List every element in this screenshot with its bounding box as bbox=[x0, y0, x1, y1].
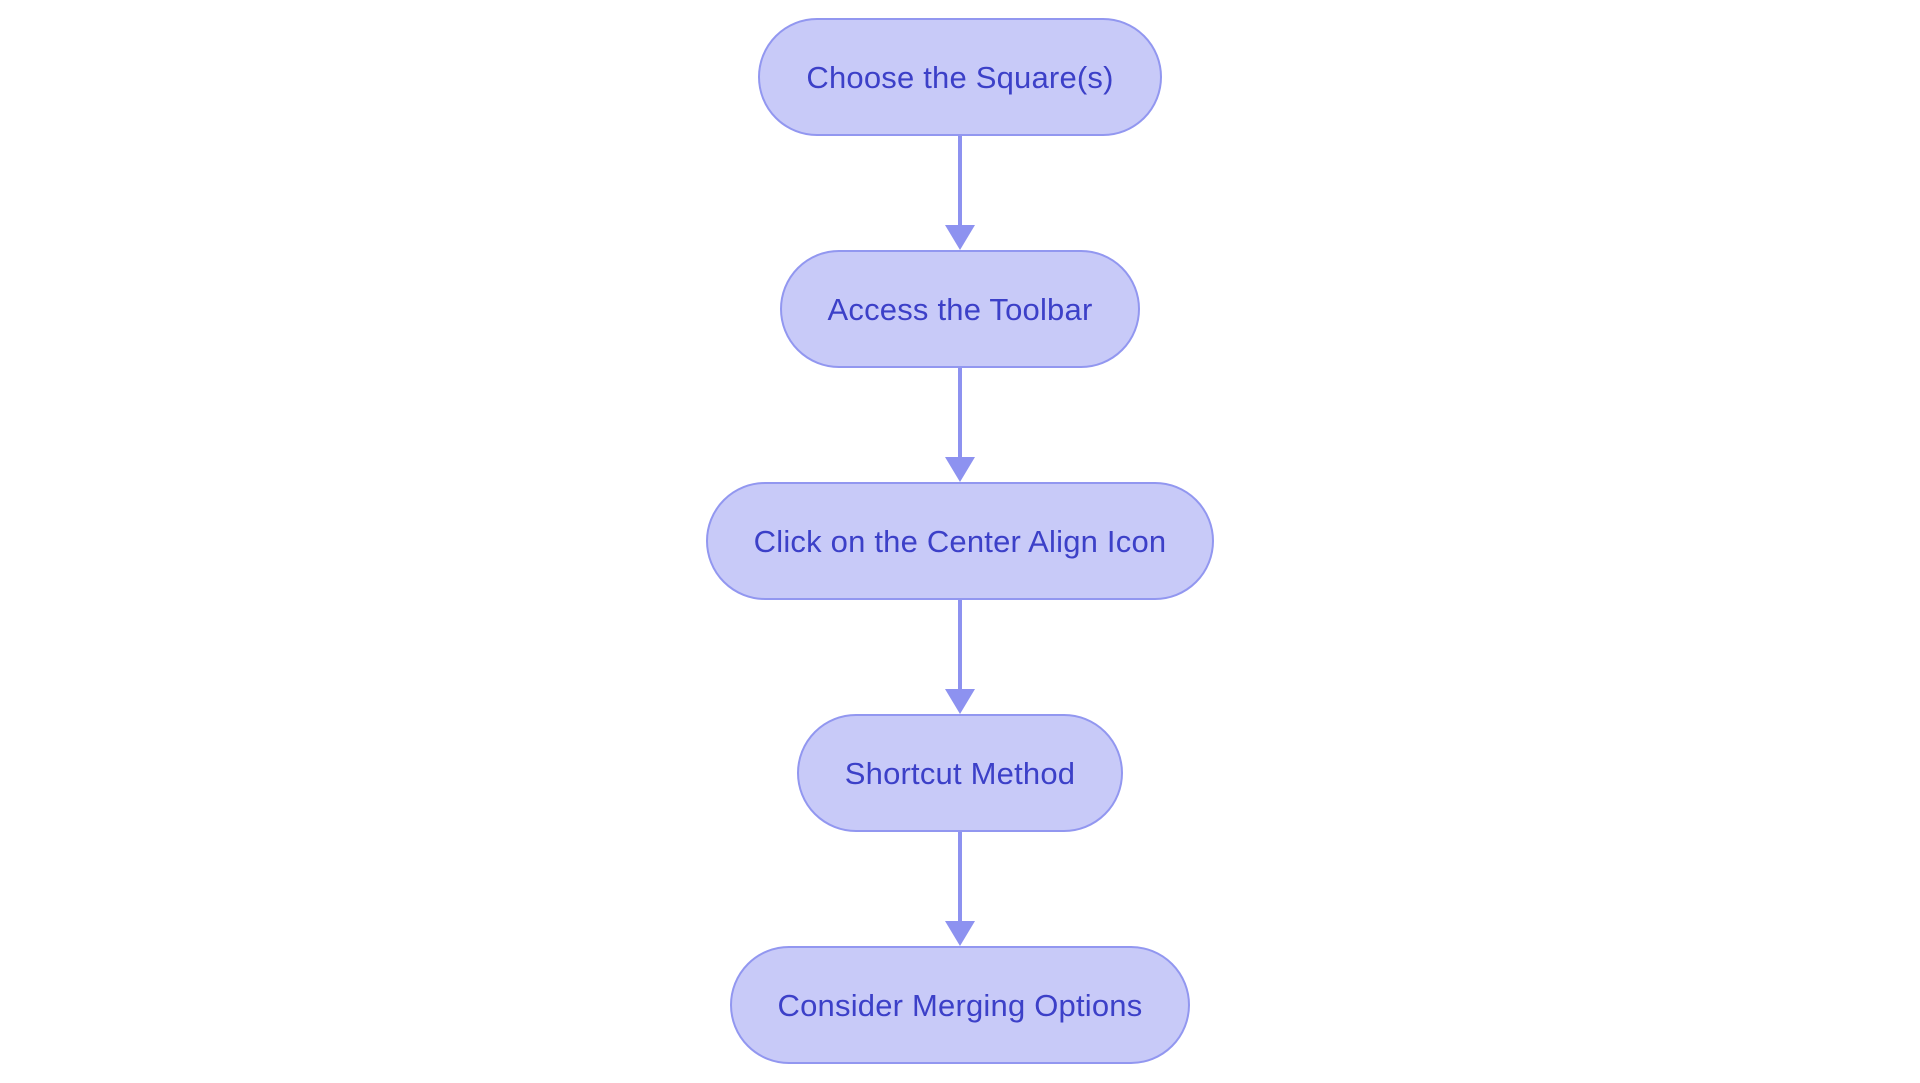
down-arrow-icon bbox=[945, 600, 975, 714]
node-label: Consider Merging Options bbox=[777, 987, 1143, 1023]
down-arrow-icon bbox=[945, 832, 975, 946]
flow-node-merging-options: Consider Merging Options bbox=[729, 946, 1191, 1064]
node-label: Access the Toolbar bbox=[827, 291, 1093, 327]
down-arrow-icon bbox=[945, 368, 975, 482]
flow-node-choose-squares: Choose the Square(s) bbox=[758, 18, 1162, 136]
node-label: Choose the Square(s) bbox=[806, 59, 1114, 95]
arrow-stem bbox=[958, 136, 962, 226]
down-arrow-icon bbox=[945, 136, 975, 250]
arrow-stem bbox=[958, 600, 962, 690]
flow-node-center-align-icon: Click on the Center Align Icon bbox=[705, 482, 1215, 600]
node-label: Shortcut Method bbox=[844, 755, 1076, 791]
arrowhead-icon bbox=[945, 225, 975, 250]
flow-node-access-toolbar: Access the Toolbar bbox=[779, 250, 1141, 368]
flow-node-shortcut-method: Shortcut Method bbox=[796, 714, 1124, 832]
arrowhead-icon bbox=[945, 921, 975, 946]
node-label: Click on the Center Align Icon bbox=[753, 523, 1167, 559]
arrow-stem bbox=[958, 368, 962, 458]
arrow-stem bbox=[958, 832, 962, 922]
arrowhead-icon bbox=[945, 457, 975, 482]
arrowhead-icon bbox=[945, 689, 975, 714]
